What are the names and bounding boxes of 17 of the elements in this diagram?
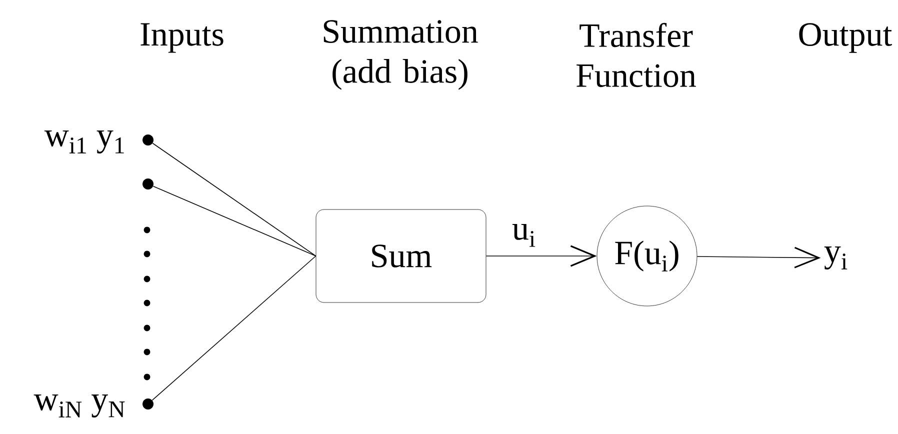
arrow [486,245,597,267]
connector-line [152,186,316,256]
column-heading: Summation (add bias) [324,20,478,90]
input-label: w$_{i1}$ y$_{1}$ [44,130,124,154]
sum-box: Sum [316,209,486,303]
output-label: y$_{i}$ [824,246,848,270]
column-heading: Output [799,23,892,53]
column-heading: Inputs [140,23,224,53]
input-dot [142,134,154,146]
edge-label: u$_{i}$ [512,224,536,247]
input-label: w$_{iN}$ y$_{N}$ [34,394,125,418]
input-dot [142,178,154,190]
input-dot [142,398,154,410]
connector-line [152,142,316,256]
connector-line [152,256,316,401]
column-heading: Transfer Function [576,22,696,88]
arrow [696,246,821,268]
